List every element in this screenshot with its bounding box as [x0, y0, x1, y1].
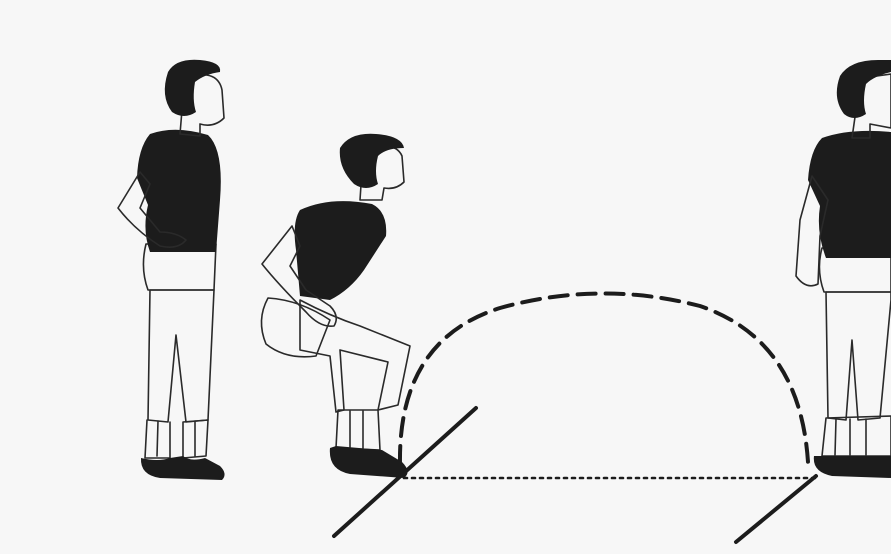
standing-figure	[118, 60, 225, 480]
standing-figure-socks	[145, 420, 208, 458]
standing-figure-hair	[165, 60, 220, 116]
standing-figure-legs	[148, 290, 214, 422]
landing-figure	[796, 60, 891, 478]
crouching-figure-shorts	[261, 298, 330, 357]
landing-figure-legs	[826, 292, 891, 420]
crouching-figure-shirt	[295, 201, 387, 300]
landing-figure-shoes	[814, 456, 891, 478]
crouching-figure-socks	[336, 410, 380, 450]
standing-figure-shoes	[141, 456, 225, 480]
flight-path-arc	[400, 293, 808, 464]
landing-figure-hair	[837, 60, 891, 118]
landing-figure-socks	[822, 416, 891, 456]
crouching-figure-shoe	[330, 446, 408, 478]
standing-figure-shirt	[137, 130, 221, 252]
crouching-figure	[261, 134, 410, 478]
landing-line	[736, 476, 816, 542]
crouching-figure-hair	[340, 134, 404, 188]
